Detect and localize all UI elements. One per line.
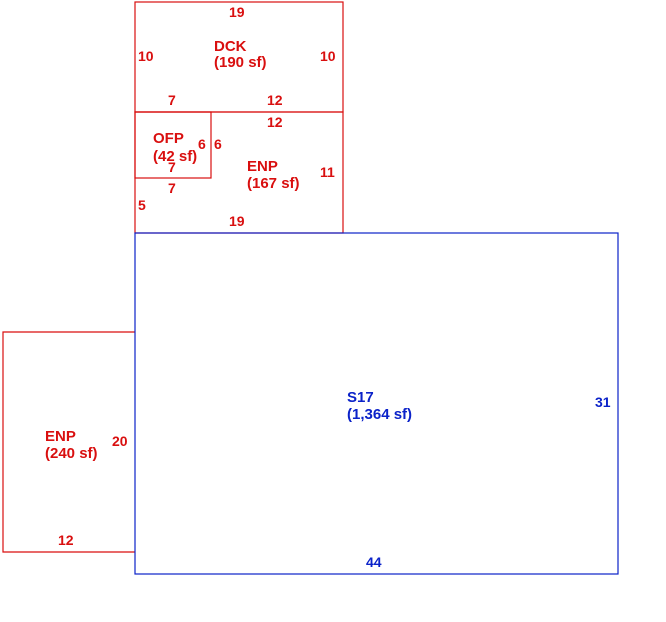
dim-enp-lower-right: 20 xyxy=(112,433,128,449)
area-enp-lower-outline xyxy=(2,331,135,553)
dim-ofp-right: 6 xyxy=(198,136,206,152)
area-s17-outline xyxy=(134,232,619,575)
area-s17[interactable]: S17 (1,364 sf) 31 44 xyxy=(134,232,619,575)
area-enp-lower[interactable]: ENP (240 sf) 20 12 xyxy=(2,331,135,553)
dim-ofp-bottom: 7 xyxy=(168,159,176,175)
area-ofp-outline xyxy=(134,111,212,179)
dim-enp-upper-notch-bottom: 7 xyxy=(168,180,176,196)
area-enp-upper-size: (167 sf) xyxy=(247,175,300,192)
dim-enp-upper-top: 12 xyxy=(267,114,283,130)
dim-enp-lower-bottom: 12 xyxy=(58,532,74,548)
dim-enp-upper-right: 11 xyxy=(320,164,335,180)
area-enp-lower-code: ENP xyxy=(45,428,76,445)
area-ofp-size: (42 sf) xyxy=(153,148,197,165)
dim-dck-bottom-left: 7 xyxy=(168,92,176,108)
area-enp-upper[interactable]: ENP (167 sf) 12 6 11 7 5 19 xyxy=(134,111,344,234)
area-dck-size: (190 sf) xyxy=(214,54,267,71)
dim-dck-bottom-right: 12 xyxy=(267,92,283,108)
area-s17-size: (1,364 sf) xyxy=(347,406,412,423)
area-ofp-code: OFP xyxy=(153,130,184,147)
area-enp-upper-code: ENP xyxy=(247,158,278,175)
dim-dck-top: 19 xyxy=(229,4,245,20)
area-enp-lower-size: (240 sf) xyxy=(45,445,98,462)
dim-enp-upper-notch-side: 6 xyxy=(214,136,222,152)
dim-enp-upper-bottom: 19 xyxy=(229,213,245,229)
dim-enp-upper-left: 5 xyxy=(138,197,146,213)
dim-s17-bottom: 44 xyxy=(366,554,382,570)
dim-dck-left: 10 xyxy=(138,48,154,64)
area-s17-code: S17 xyxy=(347,389,374,406)
area-dck-code: DCK xyxy=(214,38,247,55)
area-dck[interactable]: DCK (190 sf) 19 10 10 7 12 xyxy=(134,1,344,113)
area-ofp[interactable]: OFP (42 sf) 6 7 xyxy=(134,111,212,179)
dim-dck-right: 10 xyxy=(320,48,336,64)
dim-s17-right: 31 xyxy=(595,394,611,410)
